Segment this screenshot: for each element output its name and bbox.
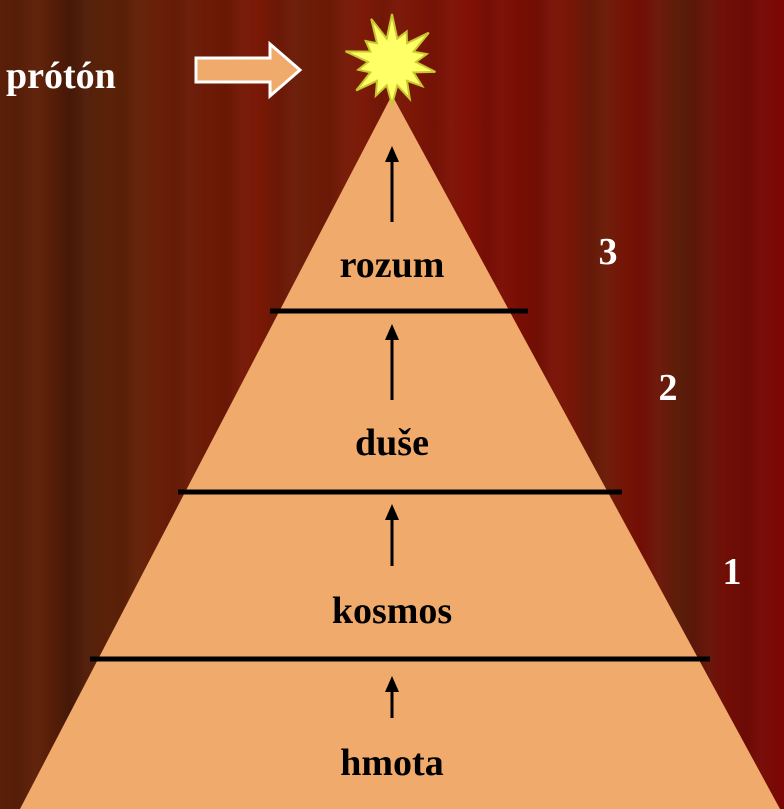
proton-label: prótón: [6, 55, 116, 97]
up-arrow-icon: [385, 676, 399, 718]
level-number-3: 3: [599, 231, 618, 273]
right-arrow-icon: [194, 40, 303, 100]
level-label-hmota: hmota: [340, 742, 443, 784]
star-burst-icon: [345, 13, 436, 109]
level-label-rozum: rozum: [340, 244, 445, 286]
up-arrow-icon: [385, 146, 399, 222]
pyramid-shape: [20, 95, 780, 809]
up-arrow-icon: [385, 504, 399, 566]
level-label-kosmos: kosmos: [332, 590, 452, 632]
level-label-duse: duše: [355, 422, 429, 464]
level-number-2: 2: [659, 367, 678, 409]
level-number-1: 1: [723, 551, 742, 593]
up-arrow-icon: [385, 324, 399, 400]
